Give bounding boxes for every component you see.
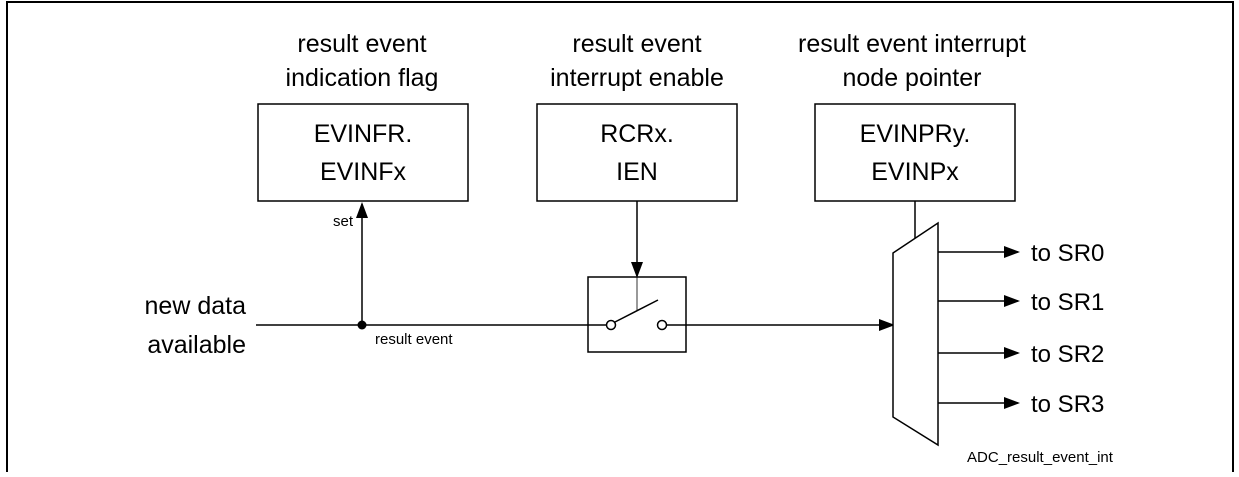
new-data-label-line1: new data (145, 292, 247, 320)
output-label-sr2: to SR2 (1031, 341, 1104, 368)
switch-contact-left (605, 319, 617, 331)
output-label-sr0: to SR0 (1031, 240, 1104, 267)
node-pointer-header-line2: node pointer (842, 64, 981, 92)
interrupt-enable-header-line1: result event (572, 30, 701, 58)
interrupt-enable-header-line2: interrupt enable (550, 64, 724, 92)
node-pointer-header-line1: result event interrupt (798, 30, 1026, 58)
indication-flag-header-line1: result event (297, 30, 426, 58)
set-label: set (333, 213, 354, 230)
evinfr-register-line1: EVINFR. (314, 120, 413, 148)
rcrx-register-box (536, 103, 738, 202)
evinfr-register-line2: EVINFx (320, 158, 407, 186)
indication-flag-header-line2: indication flag (286, 64, 439, 92)
enable-switch (587, 262, 687, 353)
rcrx-register-line1: RCRx. (600, 120, 674, 148)
evinpry-register-box (814, 103, 1016, 202)
output-label-sr3: to SR3 (1031, 391, 1104, 418)
node-pointer-block: result event interrupt node pointer EVIN… (798, 30, 1026, 202)
switch-blade (614, 299, 659, 323)
result-event-label: result event (375, 331, 453, 348)
evinfr-register-box (257, 103, 469, 202)
switch-contact-right (656, 319, 668, 331)
evinpry-register-line1: EVINPRy. (860, 120, 971, 148)
new-data-label-line2: available (147, 331, 246, 359)
figure-id-label: ADC_result_event_int (967, 449, 1114, 466)
evinpry-register-line2: EVINPx (871, 158, 959, 186)
rcrx-register-line2: IEN (616, 158, 658, 186)
indication-flag-block: result event indication flag EVINFR. EVI… (257, 30, 469, 202)
output-label-sr1: to SR1 (1031, 289, 1104, 316)
demux-block (892, 221, 939, 447)
interrupt-enable-block: result event interrupt enable RCRx. IEN (536, 30, 738, 202)
